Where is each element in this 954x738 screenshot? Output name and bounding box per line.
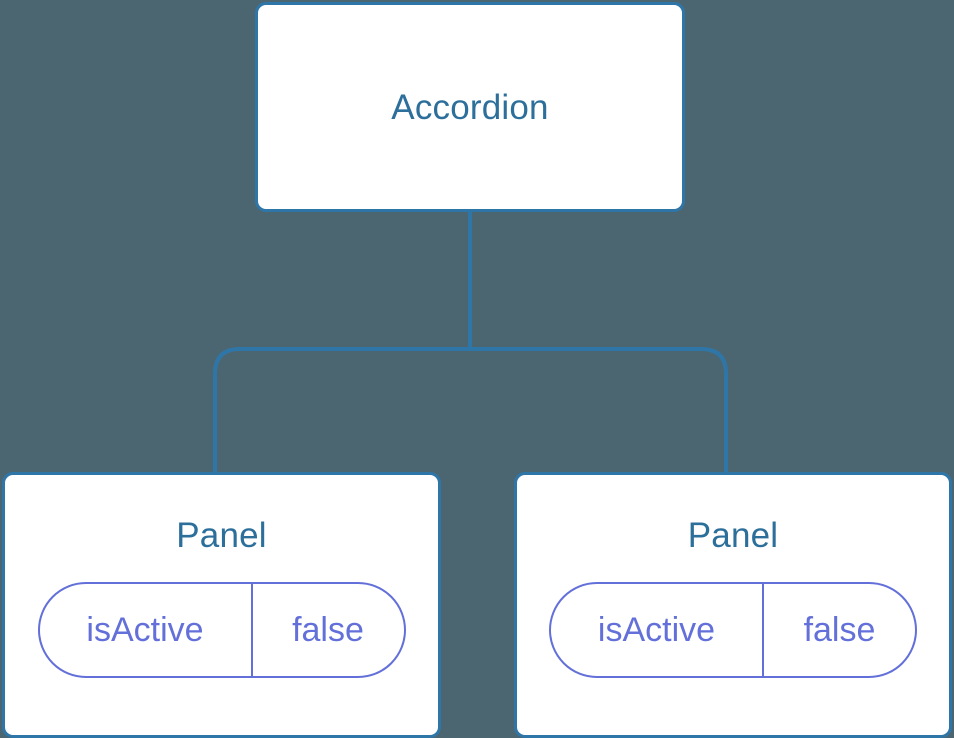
connector-branch-right	[470, 347, 728, 474]
node-panel-1-state-value: false	[292, 611, 364, 649]
node-panel-1-state-pill[interactable]: isActive false	[37, 582, 406, 678]
node-panel-1-title: Panel	[176, 516, 267, 555]
node-accordion[interactable]: Accordion	[255, 2, 685, 212]
node-panel-2[interactable]: Panel isActive false	[514, 472, 952, 738]
node-panel-2-title: Panel	[687, 516, 779, 555]
node-panel-1[interactable]: Panel isActive false	[2, 472, 441, 738]
node-panel-2-state-pill[interactable]: isActive false	[549, 582, 917, 678]
node-panel-1-state-key: isActive	[40, 584, 253, 676]
node-accordion-title: Accordion	[391, 87, 549, 127]
connector-branch-left	[213, 347, 470, 474]
node-panel-2-state-value: false	[803, 611, 876, 649]
node-panel-2-state-key: isActive	[551, 584, 764, 676]
